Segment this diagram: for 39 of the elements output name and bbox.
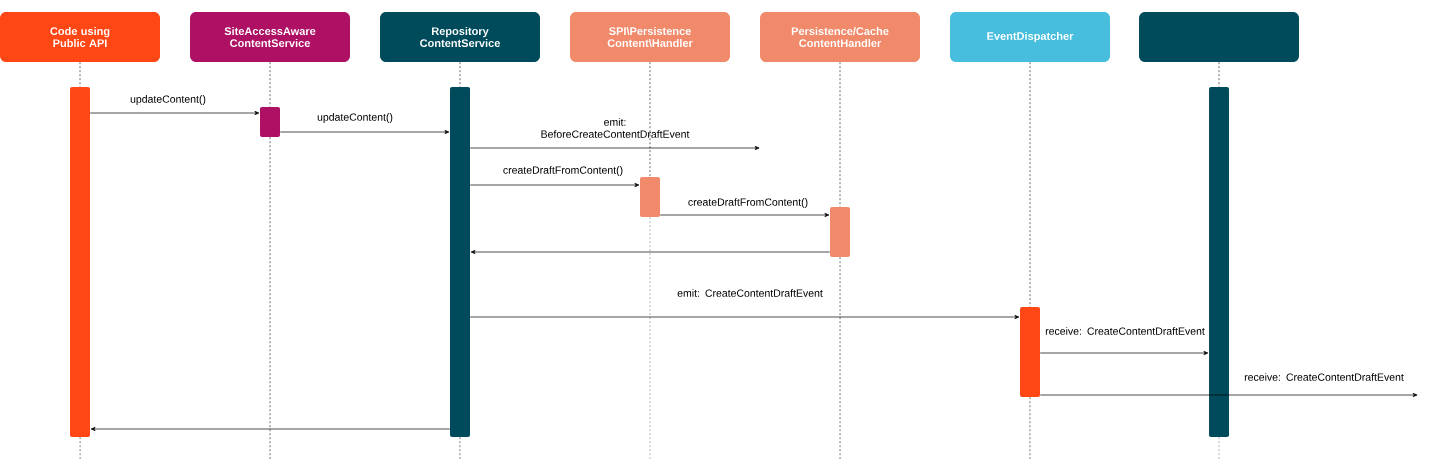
activation-bar: [450, 87, 470, 437]
message-arrow: [89, 110, 260, 116]
edge-label: emit: BeforeCreateContentDraftEvent: [541, 118, 690, 138]
lifeline-header: SiteAccessAware ContentService: [190, 12, 350, 62]
message-arrow: [1039, 392, 1418, 398]
lifeline: [649, 61, 651, 178]
lifeline: [1029, 61, 1031, 308]
activation-bar: [260, 107, 280, 137]
activation-bar: [640, 177, 660, 217]
message-arrow: [279, 129, 450, 135]
edge-label: createDraftFromContent(): [503, 166, 623, 176]
edge-label: emit: CreateContentDraftEvent: [677, 289, 823, 297]
activation-bar: [70, 87, 90, 437]
lifeline-header: Code using Public API: [0, 12, 160, 62]
lifeline: [269, 61, 271, 108]
edge-label: createDraftFromContent(): [688, 198, 808, 208]
lifeline-header: [1139, 12, 1299, 62]
message-arrow: [469, 145, 760, 151]
lifeline-header: Persistence/Cache ContentHandler: [760, 12, 920, 62]
lifeline: [459, 61, 461, 88]
activation-bar: [1209, 87, 1229, 437]
lifeline: [79, 61, 81, 88]
activation-bar: [830, 207, 850, 257]
lifeline-header: SPI\Persistence Content\Handler: [570, 12, 730, 62]
message-arrow: [469, 182, 640, 188]
message-arrow: [90, 426, 451, 432]
lifeline-header: EventDispatcher: [950, 12, 1110, 62]
lifeline-header: Repository ContentService: [380, 12, 540, 62]
lifeline: [1218, 61, 1220, 88]
activation-bar: [1020, 307, 1040, 397]
edge-label: updateContent(): [317, 113, 393, 123]
message-arrow: [469, 314, 1020, 320]
message-arrow: [1039, 350, 1209, 356]
message-arrow: [470, 249, 831, 255]
edge-label: updateContent(): [130, 95, 206, 105]
edge-label: receive: CreateContentDraftEvent: [1045, 327, 1205, 335]
message-arrow: [659, 212, 830, 218]
lifeline: [839, 61, 841, 208]
edge-label: receive: CreateContentDraftEvent: [1244, 373, 1404, 381]
